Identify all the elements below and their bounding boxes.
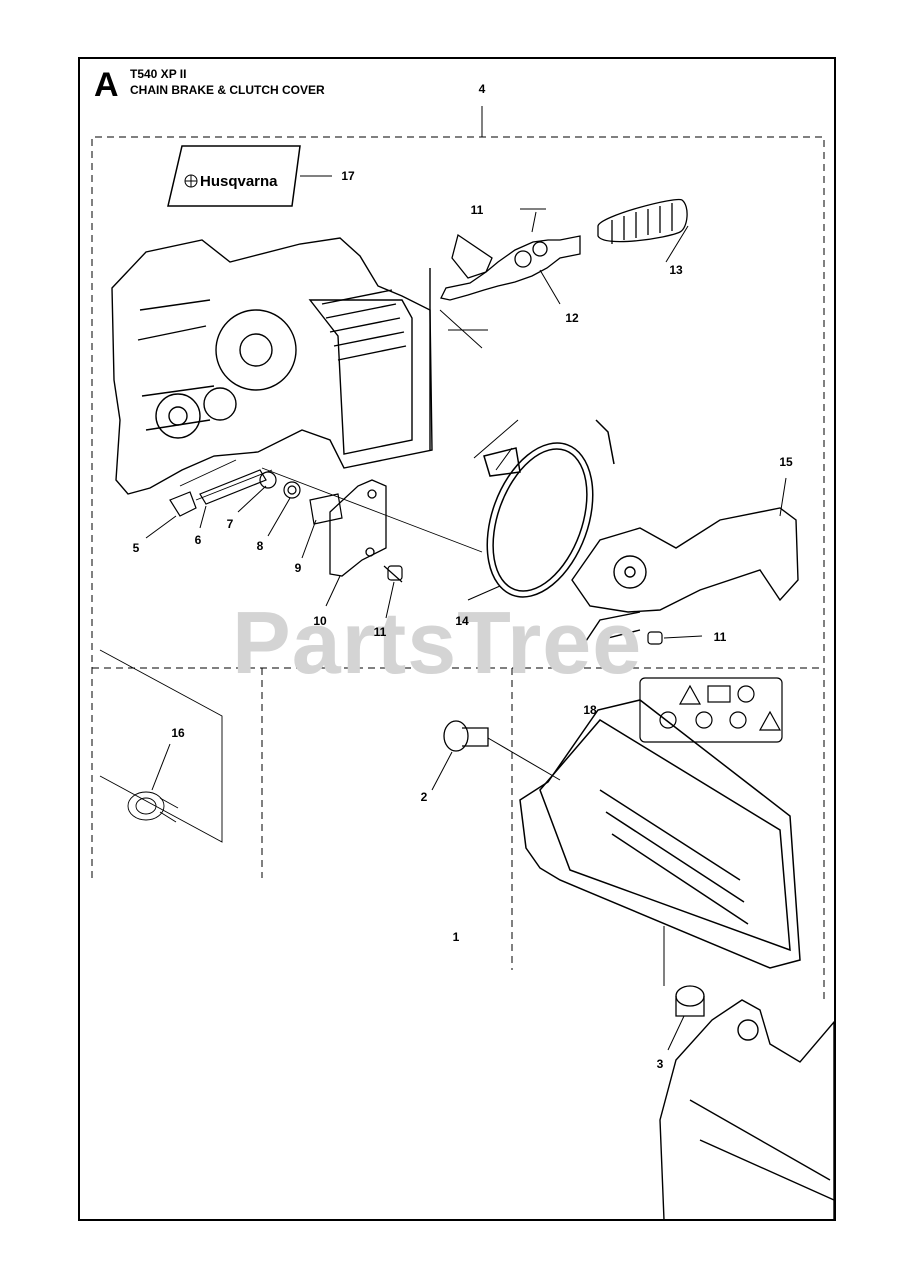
- leader-14: [467, 419, 519, 601]
- warning-decal: [639, 677, 783, 743]
- axis-line-2: [487, 737, 561, 781]
- callout-14: 14: [455, 614, 469, 628]
- leader-13: [665, 225, 689, 263]
- callout-12: 12: [565, 311, 579, 325]
- chainsaw-body: [659, 999, 835, 1221]
- callout-18: 18: [583, 703, 597, 717]
- callout-9: 9: [294, 561, 302, 575]
- callout-1: 1: [452, 930, 460, 944]
- leader-9: [301, 519, 317, 559]
- leader-11-middle: [385, 581, 395, 619]
- callout-11-right: 11: [713, 630, 727, 644]
- callout-15: 15: [779, 455, 793, 469]
- bracket-part-10: [329, 479, 387, 577]
- callout-17: 17: [341, 169, 355, 183]
- leader-2: [431, 751, 453, 791]
- leader-10: [325, 575, 341, 607]
- chain-brake-lever: [440, 233, 581, 301]
- section-letter: A: [94, 66, 119, 104]
- clutch-cover: [519, 699, 801, 969]
- leader-5: [145, 515, 177, 539]
- part-16: [99, 649, 223, 843]
- spacer-part-3: [675, 985, 705, 1017]
- callout-5: 5: [132, 541, 140, 555]
- page-frame: [78, 57, 836, 1221]
- housing-shaft-axis: [179, 309, 488, 553]
- leader-12: [539, 269, 561, 305]
- watermark: PartsTree: [232, 593, 643, 692]
- husqvarna-decal: [167, 145, 301, 207]
- callout-3: 3: [656, 1057, 664, 1071]
- callout-10: 10: [313, 614, 327, 628]
- callout-11-top: 11: [470, 203, 484, 217]
- callout-11-middle: 11: [373, 625, 387, 639]
- model-name: T540 XP II: [130, 67, 187, 81]
- screw-part-11-right: [647, 631, 663, 645]
- nut-part-2: [443, 720, 489, 752]
- leader-11-right: [663, 635, 703, 639]
- leader-6: [199, 505, 207, 529]
- leader-15: [779, 477, 787, 517]
- callout-13: 13: [669, 263, 683, 277]
- husqvarna-logo-text: Husqvarna: [200, 173, 278, 190]
- brake-band: [483, 419, 615, 598]
- leader-3: [667, 1015, 685, 1051]
- leader-16: [151, 743, 171, 791]
- callout-16: 16: [171, 726, 185, 740]
- small-parts: [169, 469, 343, 525]
- callout-6: 6: [194, 533, 202, 547]
- brake-spring: [597, 198, 688, 244]
- callout-4: 4: [478, 82, 486, 96]
- callout-7: 7: [226, 517, 234, 531]
- diagram-title: CHAIN BRAKE & CLUTCH COVER: [130, 83, 325, 97]
- screw-part-11: [383, 565, 403, 583]
- leader-8: [267, 497, 291, 537]
- callout-8: 8: [256, 539, 264, 553]
- chain-brake-bracket: [571, 507, 799, 645]
- leader-7: [237, 485, 267, 513]
- screw-11-top: [520, 208, 546, 233]
- callout-2: 2: [420, 790, 428, 804]
- assembly-boundary-4: [91, 136, 825, 1000]
- clutch-cover-housing: [111, 237, 433, 495]
